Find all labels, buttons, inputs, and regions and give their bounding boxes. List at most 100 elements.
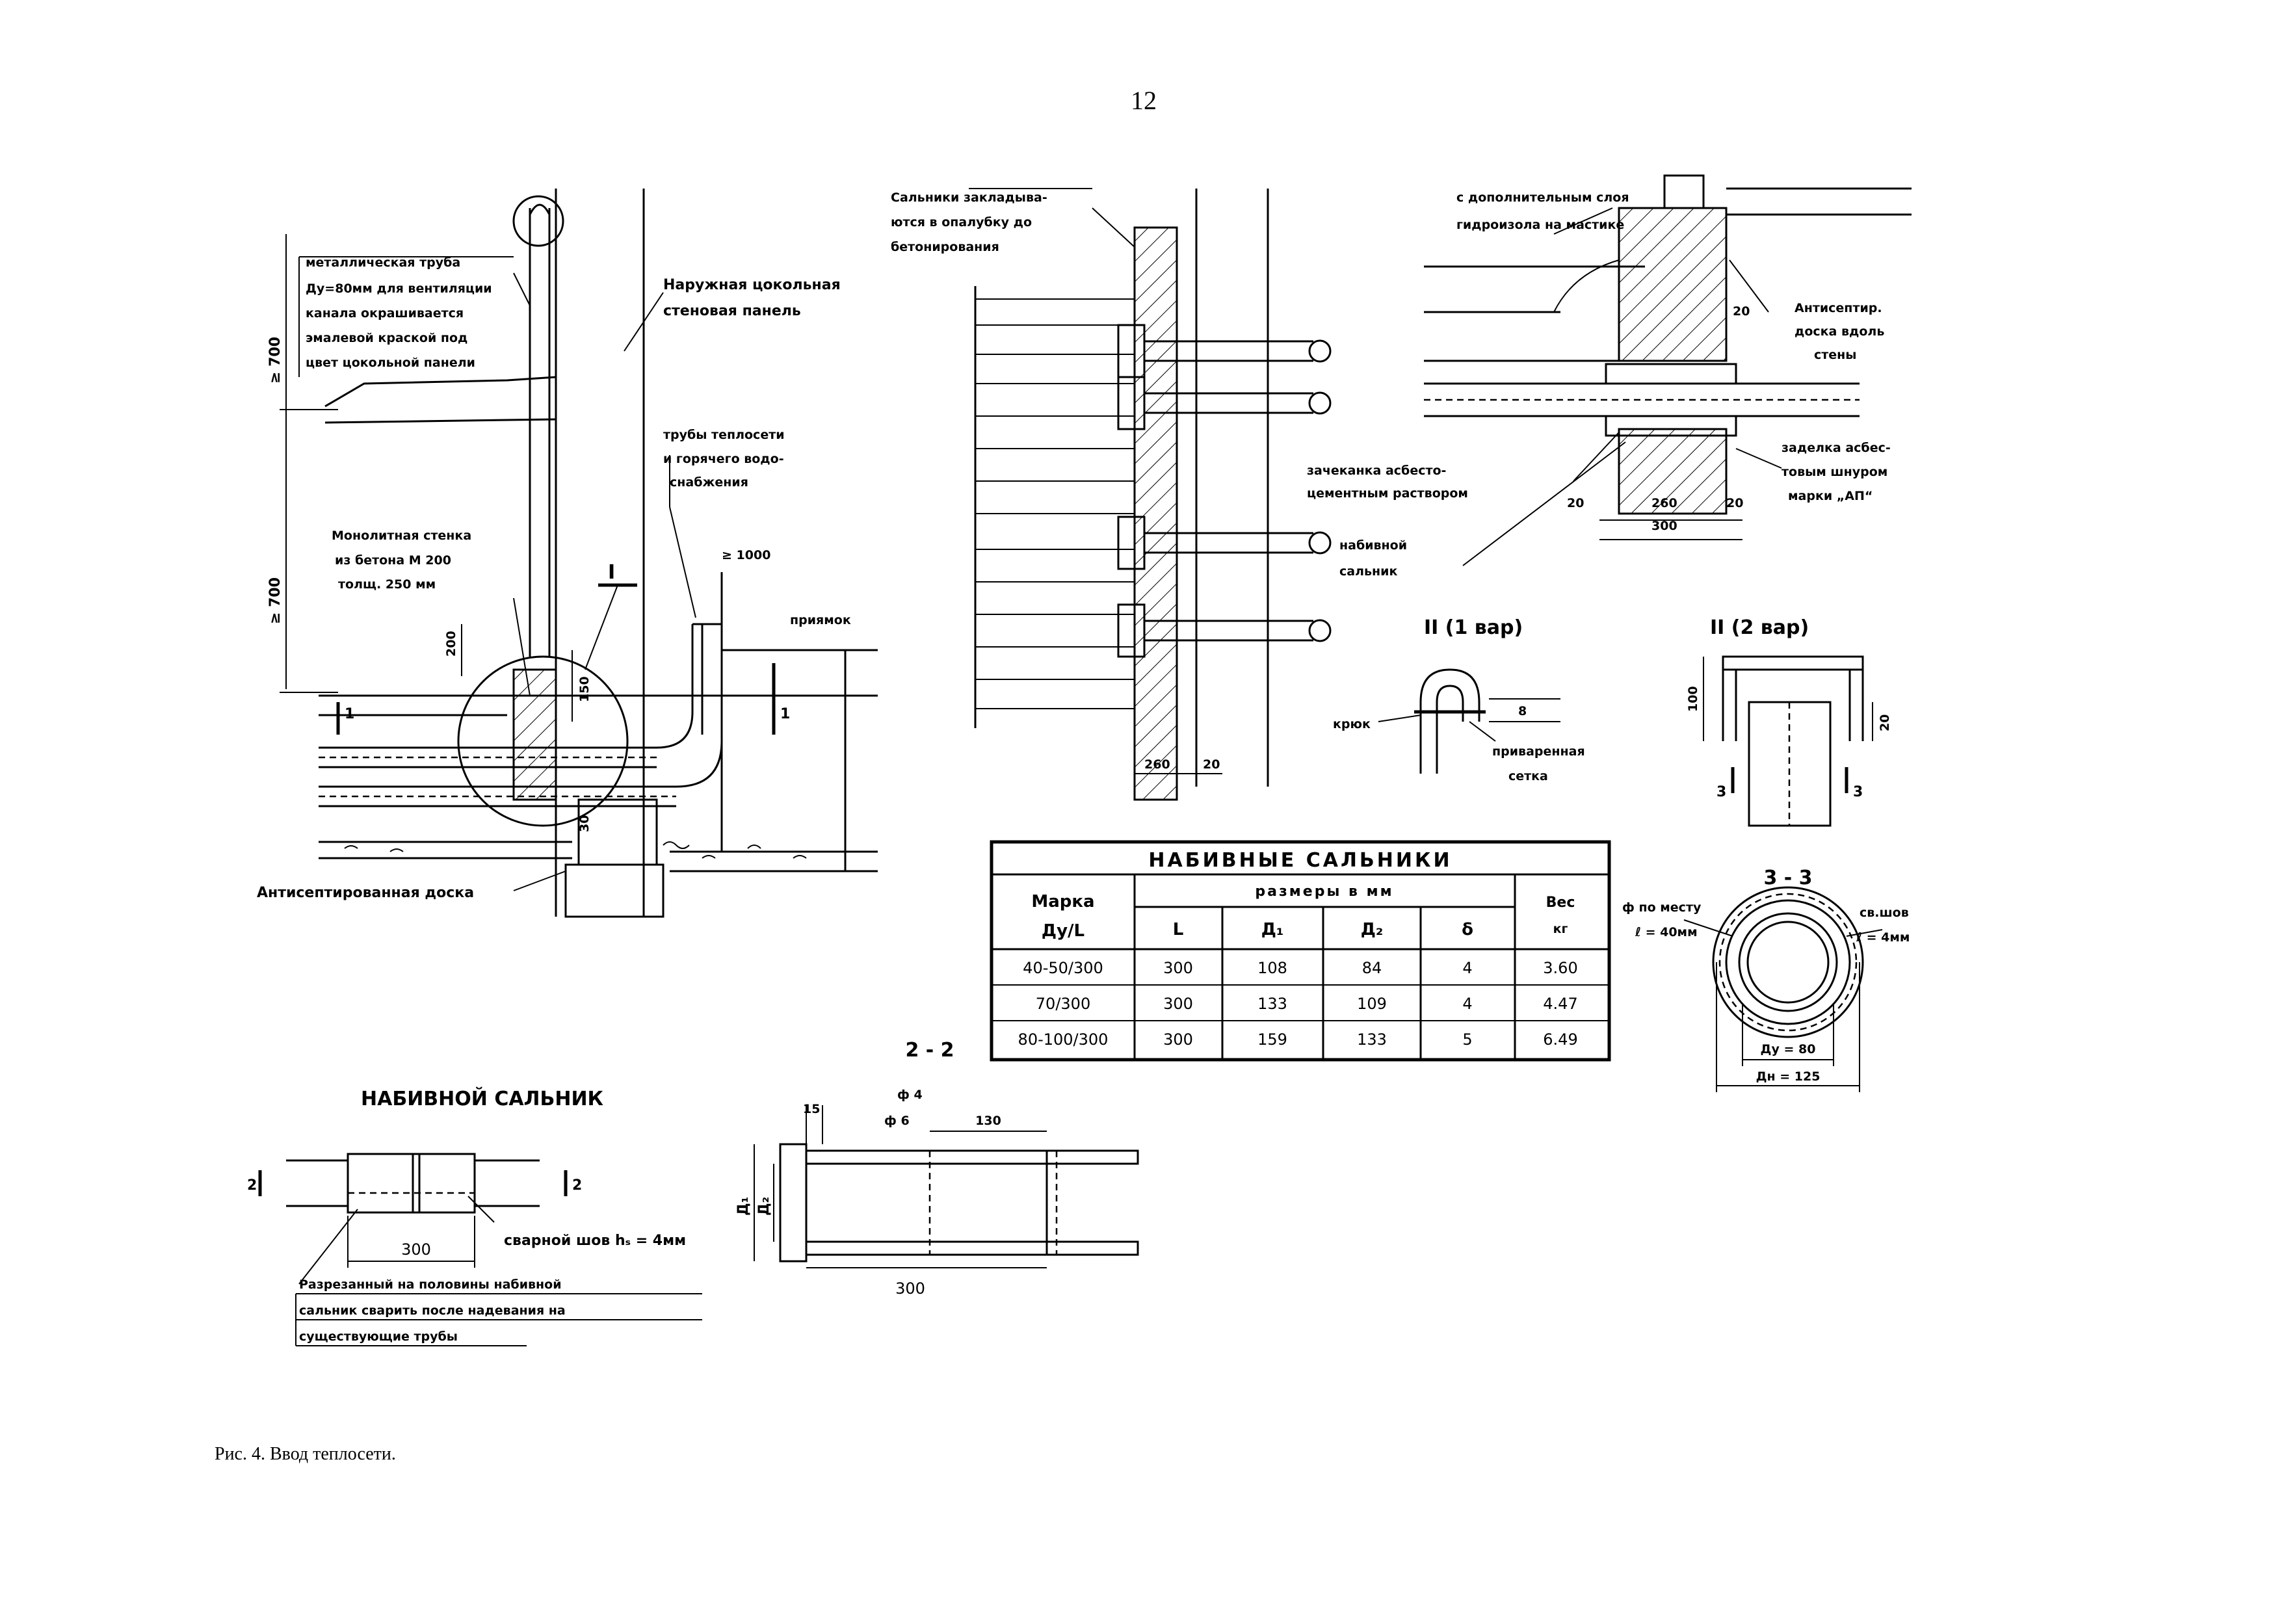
table-sub-header-L: L — [1173, 920, 1184, 939]
table-cell: 3.60 — [1543, 959, 1577, 977]
cut-note-3: существующие трубы — [299, 1329, 458, 1344]
section-1-left: 1 — [345, 706, 354, 722]
stuffed-gland-detail-drawing — [258, 1153, 702, 1346]
pit-label: приямок — [790, 613, 851, 627]
section-2-2-dim-130: 130 — [975, 1114, 1001, 1128]
right-board-note-3: стены — [1814, 348, 1856, 362]
table-cell: 109 — [1357, 995, 1387, 1013]
right-board-note-2: доска вдоль — [1795, 324, 1884, 339]
table-cell: 5 — [1462, 1030, 1472, 1049]
table-sub-header-D2: Д₂ — [1361, 920, 1384, 939]
vent-pipe-note-2: Ду=80мм для вентиляции — [306, 282, 492, 296]
table-cell: 108 — [1257, 959, 1287, 977]
detail-II-1-dim-8: 8 — [1518, 704, 1527, 718]
table-row: 80-100/300 300 159 133 5 6.49 — [1018, 1030, 1578, 1049]
vent-pipe-note-1: металлическая труба — [306, 255, 460, 270]
seal-note-2: товым шнуром — [1782, 465, 1887, 479]
right-dim-20c: 20 — [1726, 496, 1743, 510]
table-sub-header-delta: δ — [1462, 920, 1473, 939]
section-3-3-title: 3 - 3 — [1763, 867, 1812, 889]
mesh-label-1: приваренная — [1492, 744, 1585, 759]
middle-note-1: Сальники закладыва- — [891, 190, 1047, 205]
detail-II-1-title: II (1 вар) — [1424, 616, 1523, 639]
detail-II-2-drawing — [1703, 655, 1873, 827]
section-3-3-left-note-1: ф по месту — [1622, 900, 1702, 915]
cut-note-1: Разрезанный на половины набивной — [299, 1277, 562, 1292]
middle-dim-260: 260 — [1144, 757, 1170, 772]
dim-700-mid: ≥ 700 — [267, 577, 283, 624]
main-board-note: Антисептированная доска — [257, 885, 474, 901]
right-section-drawing — [1424, 174, 1912, 566]
table-row: 70/300 300 133 109 4 4.47 — [1036, 995, 1578, 1013]
table-cell: 133 — [1357, 1030, 1387, 1049]
middle-note-3: бетонирования — [891, 240, 999, 254]
wall-note-2: из бетона M 200 — [335, 553, 451, 568]
dim-700-top: ≥ 700 — [267, 337, 283, 384]
pipes-note-2: и горячего водо- — [663, 452, 784, 466]
stuffed-gland-title: НАБИВНОЙ САЛЬНИК — [361, 1087, 604, 1110]
page-number: 12 — [1131, 86, 1157, 115]
section-2-left: 2 — [247, 1177, 257, 1194]
table-col-mark-1: Марка — [1031, 892, 1094, 911]
section-2-2-d1: Д₁ — [735, 1197, 752, 1216]
stuffed-glands-table — [990, 840, 1611, 1062]
figure-caption: Рис. 4. Ввод теплосети. — [215, 1444, 396, 1464]
wall-note-1: Монолитная стенка — [332, 529, 471, 543]
panel-note-2: стеновая панель — [663, 303, 801, 319]
main-section-drawing — [280, 189, 878, 918]
section-2-2-drawing — [754, 1105, 1139, 1268]
dim-200: 200 — [444, 631, 458, 657]
waterproof-note-2: гидроизола на мастике — [1456, 218, 1624, 232]
table-cell: 4 — [1462, 995, 1472, 1013]
table-col-mark-2: Ду/L — [1042, 921, 1085, 941]
hook-label: крюк — [1333, 717, 1371, 731]
table-title: НАБИВНЫЕ САЛЬНИКИ — [1148, 849, 1452, 872]
section-2-2-dim-300: 300 — [895, 1279, 925, 1298]
section-3-left: 3 — [1716, 784, 1726, 800]
right-board-note-1: Антисептир. — [1795, 301, 1882, 315]
section-3-3-dy: Ду = 80 — [1761, 1042, 1816, 1056]
seal-note-1: заделка асбес- — [1782, 441, 1891, 455]
dim-150: 150 — [577, 676, 592, 702]
section-3-right: 3 — [1853, 784, 1863, 800]
table-cell: 70/300 — [1036, 995, 1090, 1013]
table-cell: 80-100/300 — [1018, 1030, 1109, 1049]
middle-section-drawing — [969, 188, 1332, 801]
table-cell: 300 — [1163, 959, 1193, 977]
table-cell: 159 — [1257, 1030, 1287, 1049]
middle-dim-20: 20 — [1203, 757, 1220, 772]
cut-note-2: сальник сварить после надевания на — [299, 1303, 566, 1318]
section-1-right: 1 — [780, 706, 790, 722]
section-3-3-drawing — [1683, 886, 1883, 1092]
panel-note-1: Наружная цокольная — [663, 277, 841, 293]
pipes-note-1: трубы теплосети — [663, 428, 785, 442]
section-2-2-phi-6: ф 6 — [884, 1114, 910, 1128]
wall-note-3: толщ. 250 мм — [338, 577, 436, 592]
weld-note: сварной шов hₛ = 4мм — [504, 1233, 686, 1249]
stuffed-gland-note-1: набивной — [1339, 538, 1407, 553]
table-cell: 133 — [1257, 995, 1287, 1013]
table-cell: 300 — [1163, 1030, 1193, 1049]
right-dim-20b: 20 — [1567, 496, 1584, 510]
right-dim-20a: 20 — [1733, 304, 1750, 319]
middle-note-2: ются в опалубку до — [891, 215, 1032, 229]
section-3-3-right-note-2: ℓ = 4мм — [1856, 930, 1910, 945]
vent-pipe-note-3: канала окрашивается — [306, 306, 464, 321]
section-2-2-phi-4: ф 4 — [897, 1088, 923, 1102]
dim-30: 30 — [577, 815, 592, 832]
mesh-label-2: сетка — [1508, 769, 1548, 783]
table-cell: 40-50/300 — [1023, 959, 1103, 977]
section-2-2-d2: Д₂ — [756, 1197, 772, 1216]
pipes-note-3: снабжения — [670, 475, 748, 490]
section-3-3-dn: Дн = 125 — [1756, 1069, 1821, 1084]
stuffed-gland-dim-300: 300 — [401, 1240, 431, 1259]
table-row: 40-50/300 300 108 84 4 3.60 — [1023, 959, 1578, 977]
table-cell: 4 — [1462, 959, 1472, 977]
waterproof-note-1: с дополнительным слоя — [1456, 190, 1629, 205]
detail-II-1-drawing — [1378, 668, 1560, 774]
seal-note-3: марки „АП“ — [1788, 489, 1873, 503]
caulk-note-1: зачеканка асбесто- — [1307, 464, 1446, 478]
section-2-2-title: 2 - 2 — [905, 1039, 954, 1062]
section-2-2-dim-15: 15 — [803, 1102, 820, 1116]
vent-pipe-note-4: эмалевой краской под — [306, 331, 467, 345]
